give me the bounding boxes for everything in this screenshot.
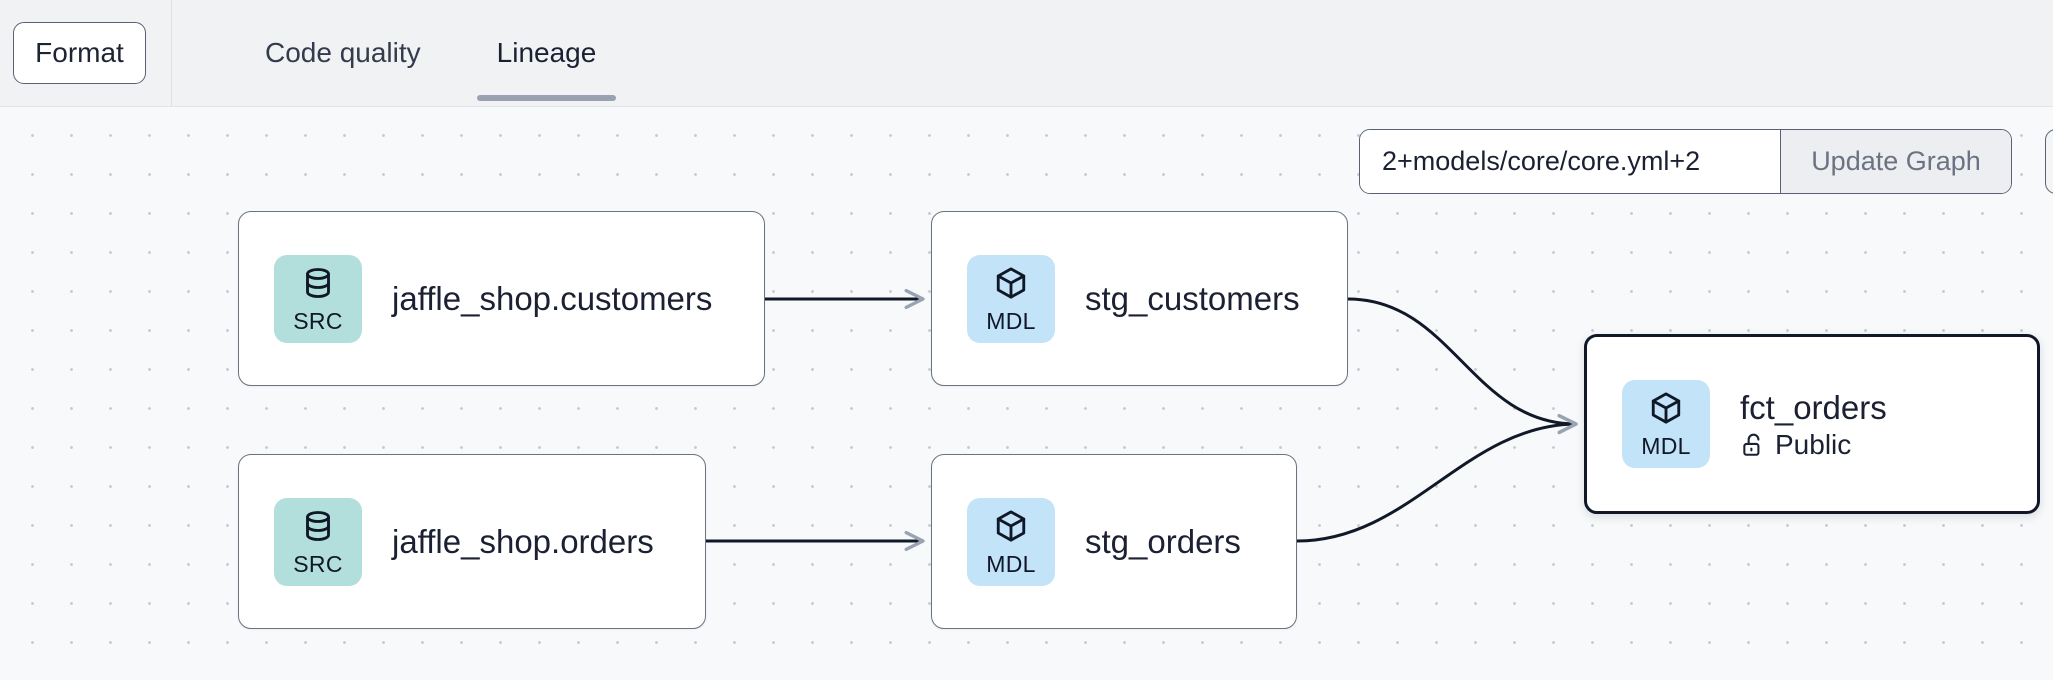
- lineage-node-src_customers[interactable]: SRC jaffle_shop.customers: [238, 211, 765, 386]
- side-panel-edge-control[interactable]: [2045, 129, 2053, 194]
- graph-controls: Update Graph: [1359, 129, 2012, 194]
- unlock-icon: [1740, 432, 1766, 458]
- tab-bar: Code quality Lineage: [172, 0, 634, 107]
- tab-code-quality[interactable]: Code quality: [227, 0, 459, 107]
- update-graph-button[interactable]: Update Graph: [1780, 130, 2011, 193]
- node-title: jaffle_shop.customers: [392, 279, 713, 317]
- node-type-label: MDL: [986, 550, 1036, 577]
- lineage-node-src_orders[interactable]: SRC jaffle_shop.orders: [238, 454, 706, 629]
- node-type-badge: SRC: [274, 254, 362, 343]
- node-type-label: MDL: [1641, 433, 1691, 459]
- lineage-edge-stg_orders-to-fct_orders: [1296, 414, 1578, 543]
- node-type-badge: SRC: [274, 497, 362, 586]
- node-type-badge: MDL: [1622, 380, 1710, 468]
- database-icon: [300, 508, 336, 549]
- tab-code-quality-label: Code quality: [265, 37, 421, 68]
- node-body: stg_orders: [1085, 523, 1241, 561]
- tab-lineage[interactable]: Lineage: [459, 0, 635, 107]
- node-title: jaffle_shop.orders: [392, 522, 654, 560]
- node-type-label: SRC: [293, 307, 343, 334]
- format-zone: Format: [0, 0, 172, 107]
- node-access-badge: Public: [1740, 431, 1887, 459]
- node-body: stg_customers: [1085, 280, 1300, 318]
- node-title: fct_orders: [1740, 388, 1887, 426]
- lineage-edge-stg_customers-to-fct_orders: [1347, 297, 1578, 435]
- lineage-node-stg_customers[interactable]: MDL stg_customers: [931, 211, 1348, 386]
- node-type-label: SRC: [293, 550, 343, 577]
- node-type-label: MDL: [986, 307, 1036, 334]
- node-type-badge: MDL: [967, 254, 1055, 343]
- tab-lineage-label: Lineage: [496, 37, 597, 68]
- format-button[interactable]: Format: [13, 22, 146, 84]
- editor-toolbar: Format Code quality Lineage: [0, 0, 2053, 107]
- lineage-node-stg_orders[interactable]: MDL stg_orders: [931, 454, 1297, 629]
- database-icon: [300, 265, 336, 306]
- cube-icon: [993, 508, 1029, 549]
- node-title: stg_customers: [1085, 279, 1300, 317]
- selector-input[interactable]: [1360, 130, 1780, 193]
- node-access-label: Public: [1775, 429, 1852, 461]
- cube-icon: [993, 265, 1029, 306]
- node-title: stg_orders: [1085, 522, 1241, 560]
- cube-icon: [1648, 390, 1684, 431]
- node-type-badge: MDL: [967, 497, 1055, 586]
- node-body: jaffle_shop.customers: [392, 280, 712, 318]
- node-body: jaffle_shop.orders: [392, 523, 654, 561]
